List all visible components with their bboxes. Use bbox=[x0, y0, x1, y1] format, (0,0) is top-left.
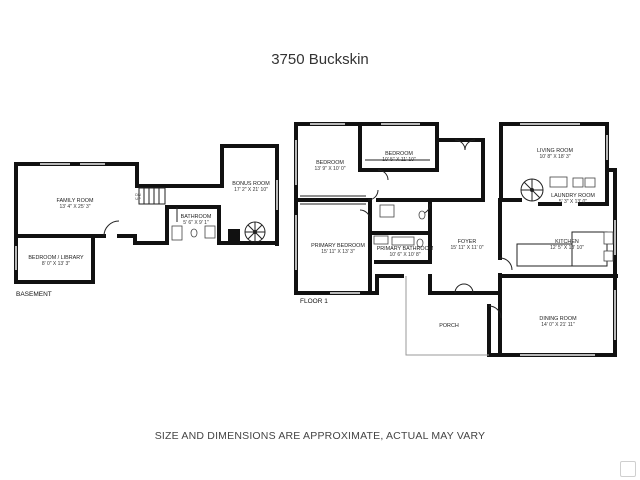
bonus-room-dims: 17' 2" X 21' 10" bbox=[234, 187, 268, 193]
svg-text:DN: DN bbox=[135, 193, 141, 197]
bedroom-1-dims: 13' 9" X 10' 0" bbox=[314, 166, 345, 172]
laundry-room-dims: 5' 3" X 13' 0" bbox=[559, 199, 587, 205]
bedroom-1-label: BEDROOM bbox=[316, 160, 344, 166]
primary-bedroom-dims: 15' 11" X 13' 3" bbox=[321, 249, 355, 255]
family-room-label: FAMILY ROOM bbox=[57, 198, 94, 204]
bonus-room-label: BONUS ROOM bbox=[232, 181, 270, 187]
foyer-label: FOYER bbox=[458, 239, 477, 245]
spiral-stair-basement bbox=[244, 221, 266, 243]
bedroom-2-label: BEDROOM bbox=[385, 151, 413, 157]
floor-1-label: FLOOR 1 bbox=[300, 298, 328, 305]
basement-label: BASEMENT bbox=[16, 291, 52, 298]
kitchen-dims: 12' 5" X 18' 10" bbox=[550, 245, 584, 251]
primary-bedroom-label: PRIMARY BEDROOM bbox=[311, 243, 365, 249]
svg-text:UP: UP bbox=[135, 197, 141, 201]
bedroom-library-dims: 8' 0" X 13' 3" bbox=[42, 261, 70, 267]
living-room-dims: 10' 8" X 18' 3" bbox=[539, 154, 570, 160]
primary-bathroom-label: PRIMARY BATHROOM bbox=[377, 246, 434, 252]
basement-stairs: DN UP bbox=[135, 187, 166, 205]
kitchen-label: KITCHEN bbox=[555, 239, 579, 245]
disclaimer-text: SIZE AND DIMENSIONS ARE APPROXIMATE, ACT… bbox=[154, 430, 486, 442]
dining-room-label: DINING ROOM bbox=[539, 316, 577, 322]
basement-bathroom-label: BATHROOM bbox=[181, 214, 212, 220]
primary-bathroom-dims: 10' 6" X 10' 8" bbox=[389, 252, 420, 258]
porch-label: PORCH bbox=[439, 323, 459, 329]
floor-1 bbox=[294, 122, 618, 357]
bedroom-2-dims: 10' 5" X 11' 10" bbox=[382, 157, 416, 163]
dining-room-dims: 14' 0" X 21' 11" bbox=[541, 322, 575, 328]
bedroom-library-label: BEDROOM / LIBRARY bbox=[28, 255, 84, 261]
brand-logo-icon bbox=[620, 461, 636, 477]
basement-floor: DN UP bbox=[14, 144, 279, 284]
plan-title: 3750 Buckskin bbox=[271, 51, 369, 68]
foyer-dims: 15' 11" X 11' 0" bbox=[450, 245, 483, 251]
living-room-label: LIVING ROOM bbox=[537, 148, 573, 154]
spiral-stair-floor1 bbox=[520, 178, 544, 202]
family-room-dims: 13' 4" X 25' 3" bbox=[59, 204, 90, 210]
laundry-room-label: LAUNDRY ROOM bbox=[551, 193, 595, 199]
basement-bathroom-dims: 5' 6" X 9' 1" bbox=[183, 220, 209, 226]
